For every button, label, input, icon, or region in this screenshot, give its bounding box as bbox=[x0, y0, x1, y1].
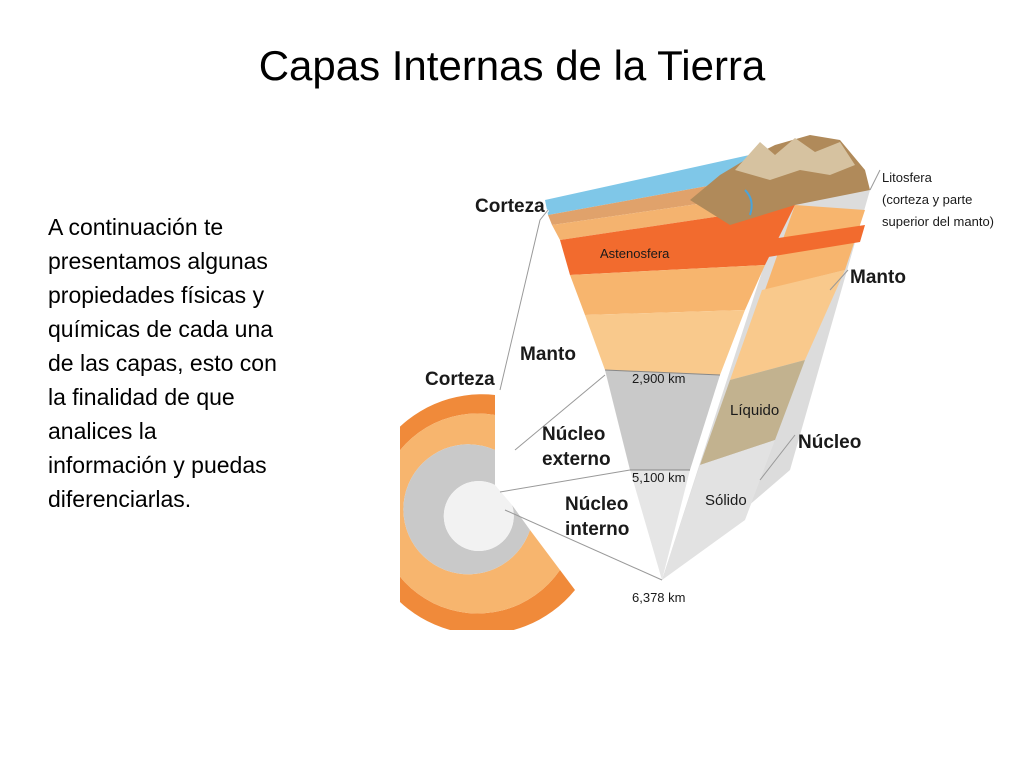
text-line: información y puedas bbox=[48, 452, 267, 478]
right-asthenosphere-band bbox=[762, 225, 865, 258]
leader-corteza-top-outline bbox=[499, 209, 549, 391]
label-corteza-top: Corteza bbox=[475, 196, 545, 217]
leader-center bbox=[504, 509, 663, 581]
label-astenosfera: Astenosfera bbox=[600, 246, 670, 261]
slide-title: Capas Internas de la Tierra bbox=[258, 42, 766, 89]
intro-paragraph: A continuación te presentamos algunas pr… bbox=[48, 210, 348, 516]
right-inner-core-band bbox=[662, 440, 775, 580]
text-line: presentamos algunas bbox=[48, 248, 268, 274]
label-depth-6378: 6,378 km bbox=[632, 590, 685, 605]
label-liquido: Líquido bbox=[730, 402, 779, 419]
text-line: de las capas, esto con bbox=[48, 350, 277, 376]
lower-mantle-layer bbox=[585, 310, 745, 375]
text-line: analices la bbox=[48, 418, 157, 444]
crust-ocean bbox=[545, 145, 795, 215]
leader-nucleo-right bbox=[759, 434, 796, 481]
outer-core-layer bbox=[605, 370, 720, 470]
label-manto-right: Manto bbox=[850, 267, 906, 288]
text-line: la finalidad de que bbox=[48, 384, 235, 410]
right-outer-core-band bbox=[700, 360, 805, 465]
crust-arc bbox=[400, 394, 575, 630]
mountain-peaks bbox=[735, 138, 855, 180]
label-nucleo-interno-1: Núcleo bbox=[565, 494, 628, 515]
text-line: A continuación te bbox=[48, 214, 224, 240]
earth-layers-diagram: Corteza Corteza Astenosfera Manto Manto … bbox=[400, 135, 994, 630]
text-line: propiedades físicas y bbox=[48, 282, 265, 308]
label-nucleo-externo-2: externo bbox=[542, 449, 611, 470]
leader-inner-core bbox=[499, 469, 631, 493]
leader-core bbox=[514, 374, 606, 451]
label-solido: Sólido bbox=[705, 492, 747, 509]
label-litosfera-3: superior del manto) bbox=[882, 214, 994, 229]
text-line: diferenciarlas. bbox=[48, 486, 192, 512]
depth-line-2900 bbox=[604, 369, 721, 376]
upper-mantle-layer bbox=[570, 265, 765, 315]
label-litosfera-1: Litosfera bbox=[882, 170, 933, 185]
inner-core-arc bbox=[443, 481, 514, 552]
label-depth-5100: 5,100 km bbox=[632, 470, 685, 485]
right-lower-mantle-band bbox=[730, 270, 845, 380]
label-manto-left: Manto bbox=[520, 344, 576, 365]
mantle-arc bbox=[400, 413, 560, 614]
leader-litosfera bbox=[869, 169, 881, 191]
label-depth-2900: 2,900 km bbox=[632, 371, 685, 386]
river bbox=[744, 189, 753, 216]
label-litosfera-2: (corteza y parte bbox=[882, 192, 972, 207]
label-corteza-left: Corteza bbox=[425, 369, 495, 390]
leader-manto-right bbox=[829, 269, 849, 291]
outer-core-arc bbox=[403, 444, 530, 575]
label-nucleo-right: Núcleo bbox=[798, 432, 861, 453]
label-nucleo-externo-1: Núcleo bbox=[542, 424, 605, 445]
inner-core-layer bbox=[630, 470, 690, 580]
label-nucleo-interno-2: interno bbox=[565, 519, 629, 540]
text-line: químicas de cada una bbox=[48, 316, 274, 342]
